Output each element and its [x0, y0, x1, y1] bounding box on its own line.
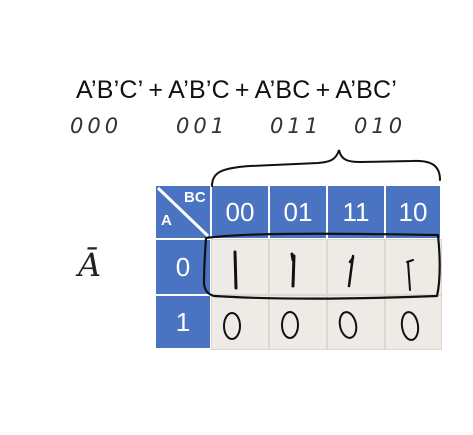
plus-sign: +: [315, 76, 331, 104]
kmap-row-variable: A: [161, 212, 172, 229]
handwritten-one: [406, 259, 414, 291]
kmap-col-header: 00: [210, 184, 270, 240]
kmap-col-header: 11: [326, 184, 386, 240]
kmap-col-header: 10: [384, 184, 442, 240]
binary-code-2: 001: [176, 114, 229, 138]
term-1: A’B’C’: [75, 76, 144, 104]
binary-code-3: 011: [270, 114, 323, 138]
kmap-row-header: 0: [154, 238, 212, 296]
group-label-a-bar: Ā: [78, 246, 102, 284]
plus-sign: +: [148, 76, 164, 104]
handwritten-one: [233, 250, 238, 290]
handwritten-zero: [400, 311, 420, 341]
binary-code-4: 010: [354, 114, 407, 138]
kmap-cell: [385, 295, 442, 350]
term-4: A’BC’: [335, 76, 398, 104]
boolean-expression: A’B’C’+A’B’C+A’BC+A’BC’: [0, 76, 473, 105]
term-3: A’BC: [254, 76, 311, 104]
handwritten-one: [347, 254, 355, 288]
binary-code-1: 000: [70, 114, 123, 138]
handwritten-zero: [281, 311, 299, 339]
handwritten-zero: [223, 312, 241, 340]
diagonal-line-icon: [156, 186, 210, 238]
handwritten-zero: [338, 311, 358, 339]
plus-sign: +: [234, 76, 250, 104]
kmap-col-variable: BC: [184, 189, 206, 206]
handwritten-one: [290, 252, 296, 288]
kmap-row-header: 1: [154, 294, 212, 350]
term-2: A’B’C: [168, 76, 230, 104]
